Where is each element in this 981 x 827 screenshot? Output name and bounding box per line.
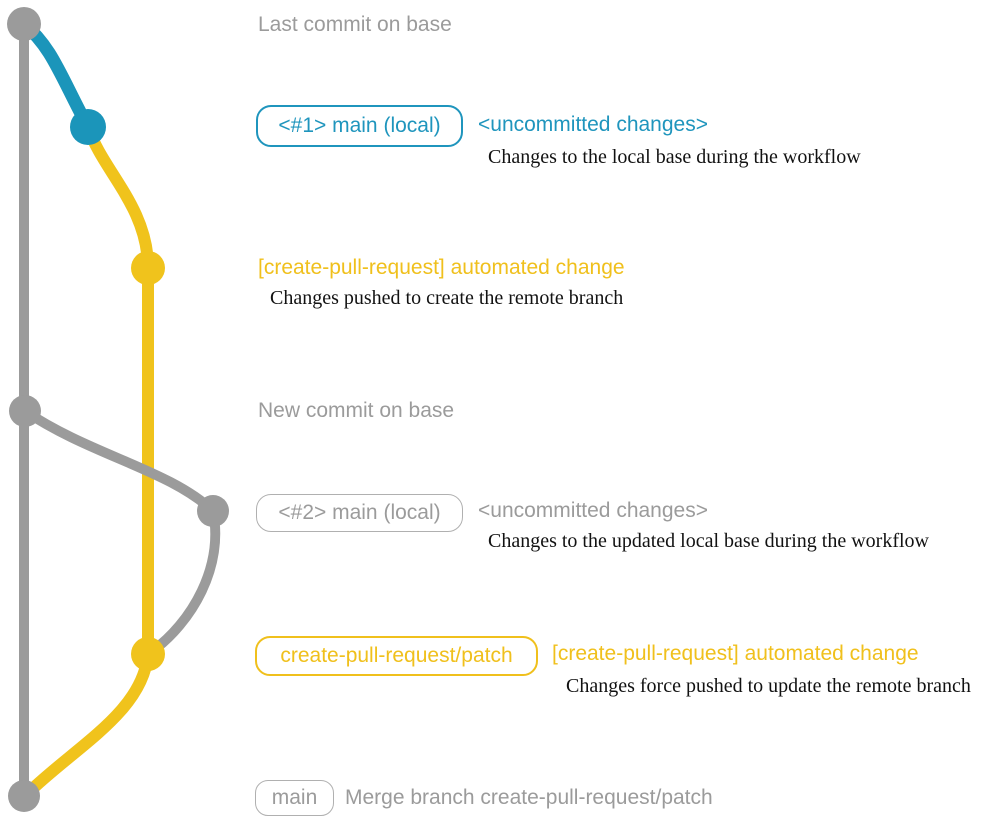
automated-change-desc-1: Changes pushed to create the remote bran… — [270, 287, 624, 309]
uncommitted-changes-title-2: <uncommitted changes> — [478, 499, 708, 522]
automated-change-title-2: [create-pull-request] automated change — [552, 642, 919, 665]
uncommitted-changes-desc-2: Changes to the updated local base during… — [488, 530, 929, 552]
automated-change-desc-2: Changes force pushed to update the remot… — [566, 675, 971, 697]
branch-badge-main-local-2: <#2> main (local) — [256, 494, 463, 532]
uncommitted-changes-desc-1: Changes to the local base during the wor… — [488, 146, 861, 168]
commit-node-patch-1 — [131, 251, 165, 285]
commit-node-local-1 — [70, 109, 106, 145]
new-commit-label: New commit on base — [258, 399, 455, 422]
local2-merge-curve — [145, 506, 221, 658]
base-update-curve — [20, 406, 218, 516]
merge-commit-label: Merge branch create-pull-request/patch — [345, 786, 713, 809]
patch-branch-line — [82, 121, 154, 660]
last-commit-label: Last commit on base — [258, 13, 452, 36]
commit-node-last-base — [7, 7, 41, 41]
patch-merge-curve — [21, 648, 154, 800]
commit-node-patch-2 — [131, 637, 165, 671]
branch-badge-main-local-1: <#1> main (local) — [256, 105, 463, 147]
commit-node-merge — [8, 780, 40, 812]
uncommitted-changes-title-1: <uncommitted changes> — [478, 113, 708, 136]
local-changes-curve — [17, 17, 95, 134]
commit-node-local-2 — [197, 495, 229, 527]
branch-badge-patch: create-pull-request/patch — [255, 636, 538, 676]
automated-change-title-1: [create-pull-request] automated change — [258, 256, 625, 279]
commit-node-new-base — [9, 395, 41, 427]
branch-badge-main: main — [255, 780, 334, 816]
